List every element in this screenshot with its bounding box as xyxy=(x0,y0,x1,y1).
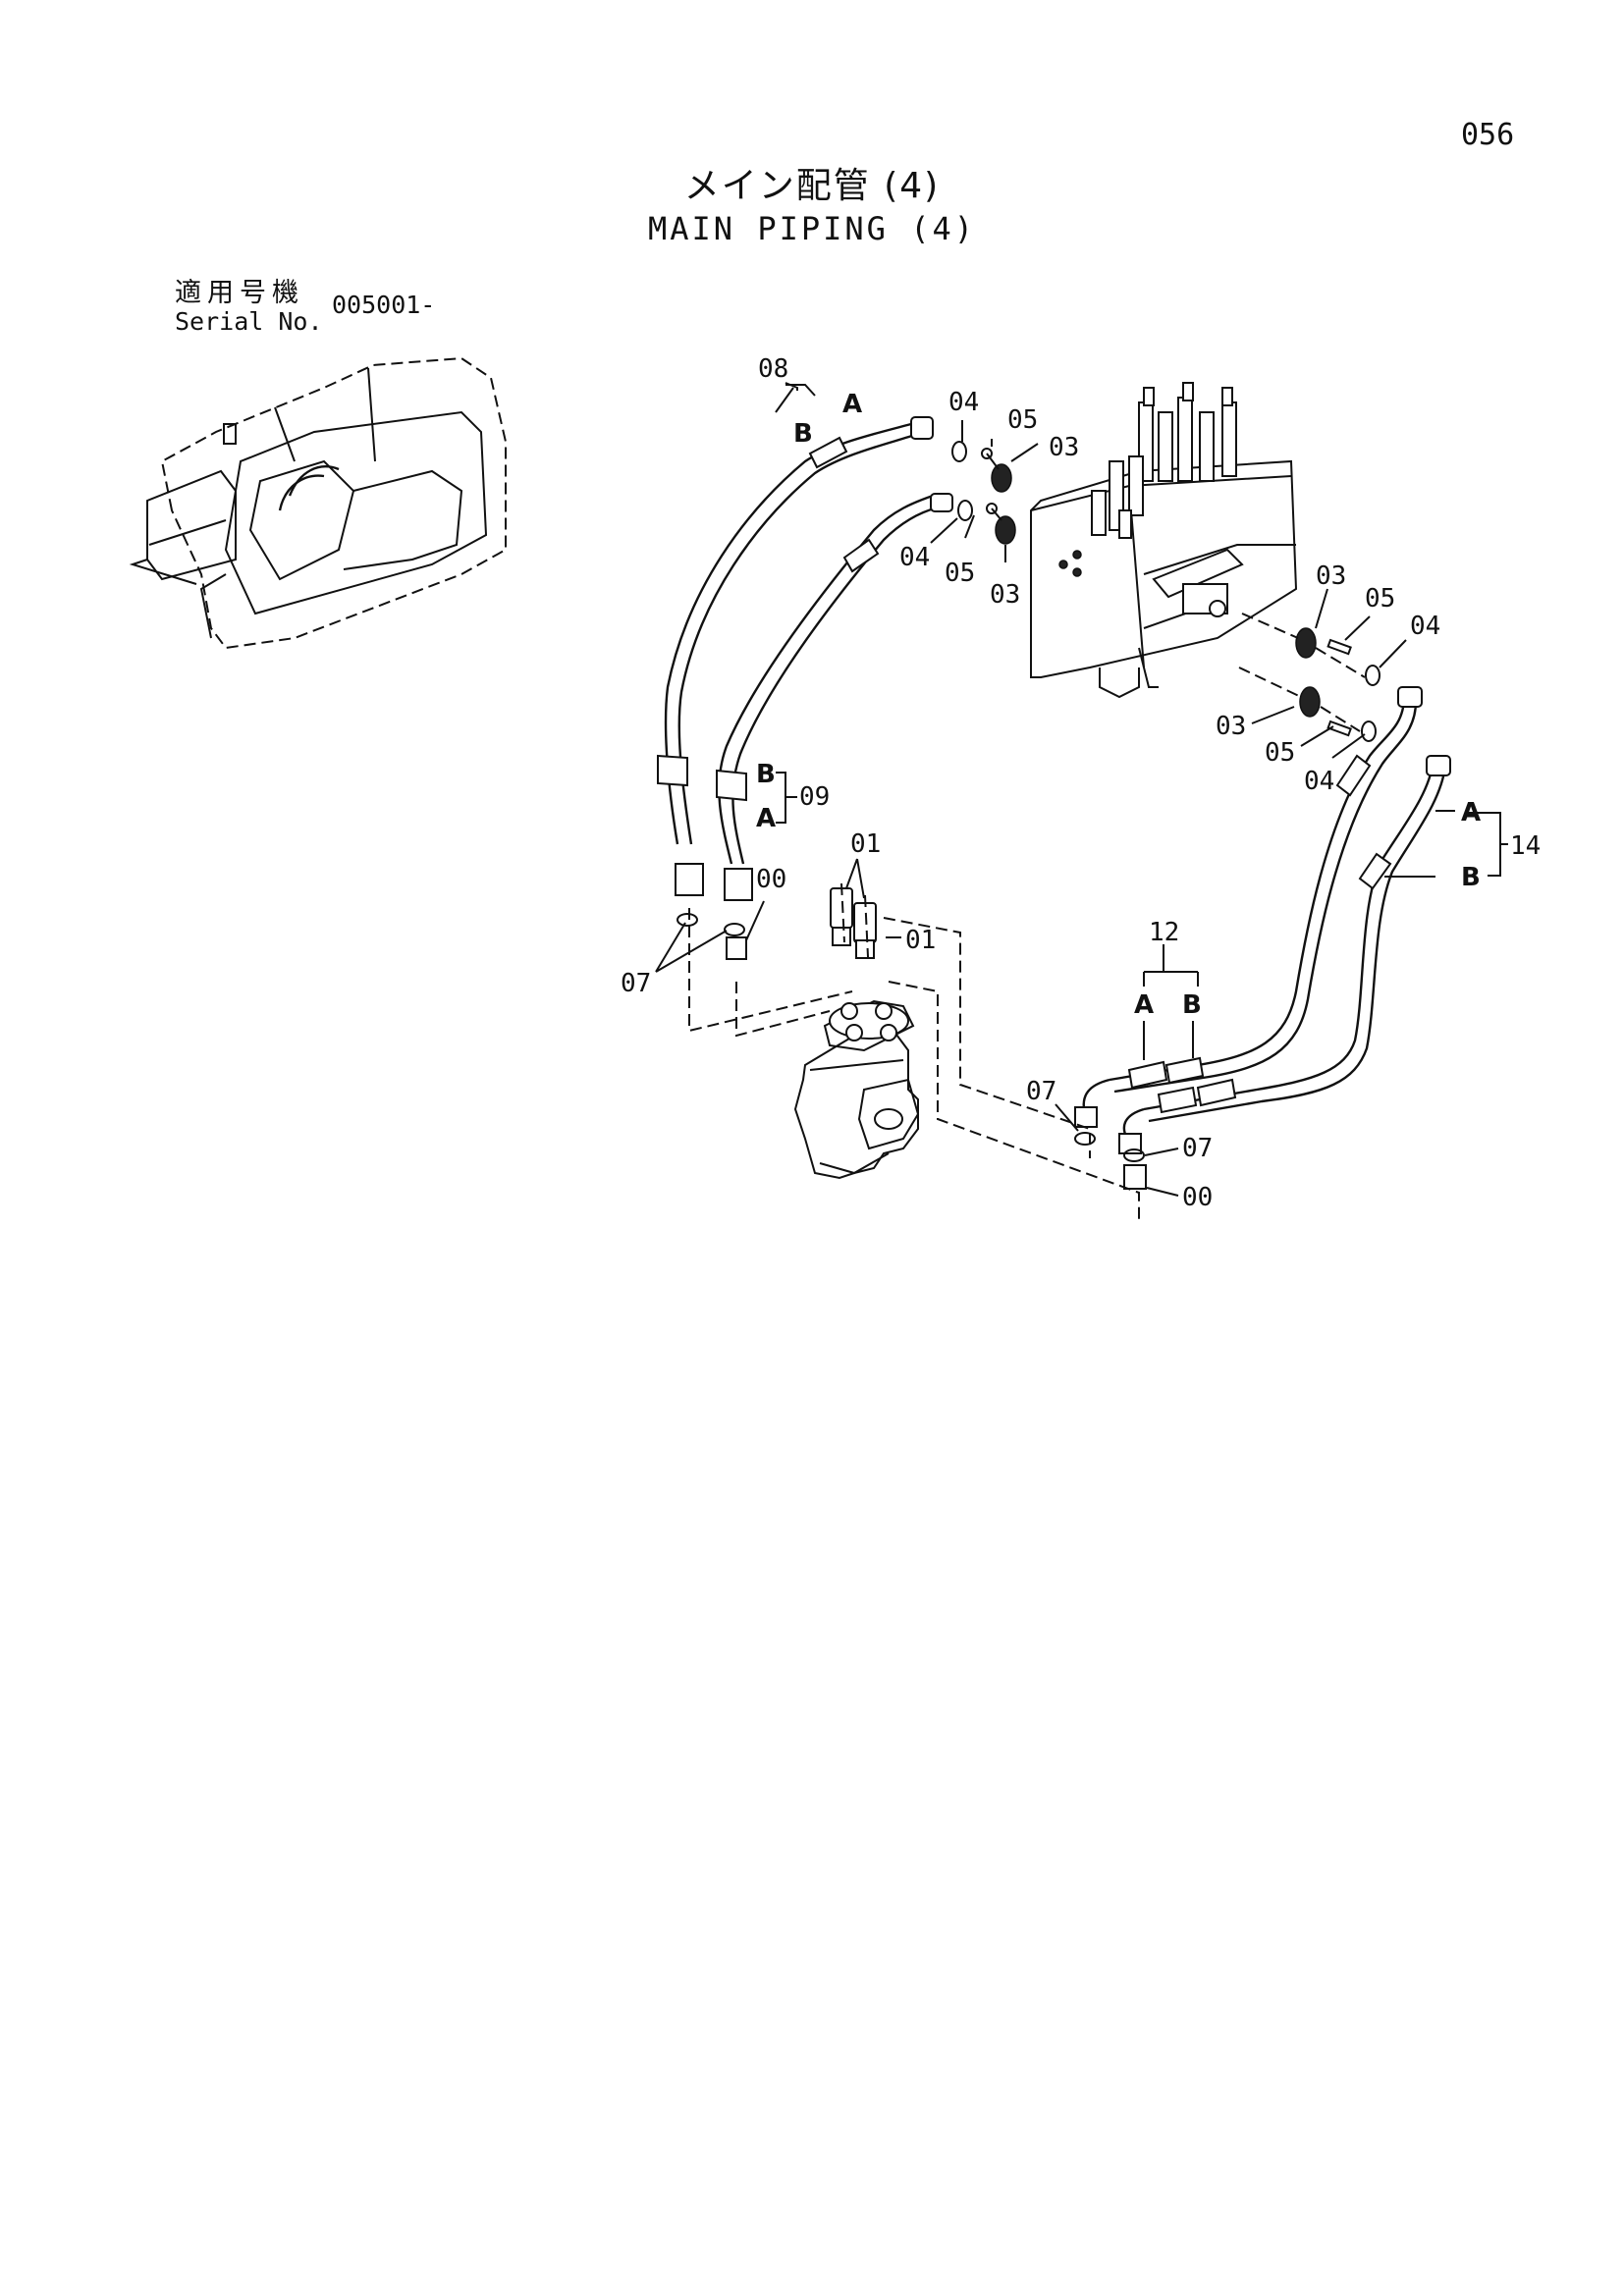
serial-number-value: 005001- xyxy=(332,291,436,319)
fittings-00-07-left xyxy=(677,913,747,960)
flange-fittings-right xyxy=(1238,613,1380,742)
callout-08: 08 xyxy=(758,354,788,384)
callout-01-right: 01 xyxy=(905,926,936,955)
callout-09-a: A xyxy=(756,804,776,833)
serial-label-english: Serial No. xyxy=(175,307,323,336)
callout-05-mid: 05 xyxy=(945,559,975,588)
title-japanese: メイン配管 (4) xyxy=(683,166,941,206)
callout-00-right: 00 xyxy=(1182,1183,1213,1212)
connection-lines xyxy=(688,882,1140,1222)
callout-labels: 08 A B 04 05 03 04 05 03 03 05 04 03 05 … xyxy=(621,354,1541,1212)
page-number: 056 xyxy=(1461,118,1515,152)
callout-05-right-upper: 05 xyxy=(1365,584,1395,614)
excavator-thumbnail xyxy=(129,356,507,650)
callout-07-right: 07 xyxy=(1182,1134,1213,1163)
flange-fittings-left xyxy=(951,441,1016,545)
callout-04-mid: 04 xyxy=(899,543,930,572)
callout-12-b: B xyxy=(1182,990,1202,1020)
callout-08-b: B xyxy=(793,419,813,449)
hose-14-12 xyxy=(1074,686,1451,1154)
callout-03-mid: 03 xyxy=(990,580,1020,610)
callout-12: 12 xyxy=(1149,918,1179,947)
callout-09: 09 xyxy=(799,782,830,812)
rotary-motor xyxy=(793,999,920,1180)
callout-14-a: A xyxy=(1461,798,1481,828)
callout-03-top: 03 xyxy=(1049,433,1079,462)
spool-caps xyxy=(1091,382,1237,539)
callout-01-top: 01 xyxy=(850,829,881,859)
leader-lines xyxy=(655,382,1508,1197)
callout-07-left: 07 xyxy=(621,969,651,998)
callout-12-a: A xyxy=(1134,990,1154,1020)
callout-04-top: 04 xyxy=(948,388,979,417)
callout-04-right-upper: 04 xyxy=(1410,612,1440,641)
callout-04-right-lower: 04 xyxy=(1304,767,1334,796)
callout-14: 14 xyxy=(1510,831,1541,861)
callout-14-b: B xyxy=(1461,863,1481,892)
callout-03-right-upper: 03 xyxy=(1316,561,1346,591)
callout-03-right-lower: 03 xyxy=(1216,712,1246,741)
serial-label-japanese: 適用号機 xyxy=(175,278,304,308)
callout-00-left: 00 xyxy=(756,865,786,894)
fittings-00-07-right xyxy=(1074,1132,1147,1190)
callout-07-bottom: 07 xyxy=(1026,1077,1056,1106)
callout-08-a: A xyxy=(842,390,862,419)
callout-05-right-lower: 05 xyxy=(1265,738,1295,768)
control-valve xyxy=(1030,382,1298,699)
callout-09-b: B xyxy=(756,760,776,789)
title-english: MAIN PIPING (4) xyxy=(648,210,976,247)
callout-05-top: 05 xyxy=(1007,405,1038,435)
hose-08 xyxy=(657,416,953,901)
adapters-01 xyxy=(830,887,877,959)
